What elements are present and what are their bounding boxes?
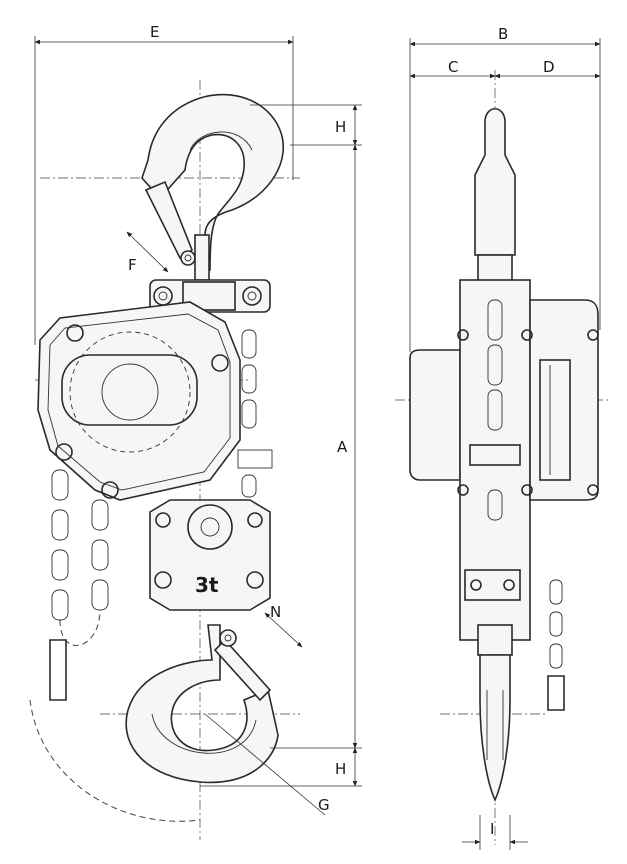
housing-bolt-1 xyxy=(66,324,84,342)
side-chain-stopper xyxy=(547,675,565,711)
hand-chain-link xyxy=(51,589,69,621)
bottom-hook xyxy=(29,624,279,822)
load-block-body xyxy=(149,499,271,611)
load-sheave-center xyxy=(200,517,220,537)
gear-housing xyxy=(37,301,241,501)
side-handwheel-cover xyxy=(409,349,461,481)
hand-wheel-trace xyxy=(69,331,191,453)
side-bolt xyxy=(587,329,599,341)
side-bottom-hook-edges xyxy=(486,690,504,760)
hand-chain-link xyxy=(51,509,69,541)
load-block: 3t xyxy=(149,499,271,611)
side-gear-cover xyxy=(539,359,571,481)
dim-label-A: A xyxy=(337,438,348,456)
gear-housing-hub xyxy=(101,363,159,421)
dim-label-I: I xyxy=(490,820,494,838)
bottom-hook-inner-curve xyxy=(151,713,257,754)
side-bolt xyxy=(521,329,533,341)
load-sheave xyxy=(187,504,233,550)
side-lower-block xyxy=(464,569,521,601)
load-chain-link xyxy=(241,399,257,429)
dim-label-H-top: H xyxy=(335,118,346,136)
dim-line-N xyxy=(264,612,303,648)
side-lower-block-bolt-right xyxy=(503,579,515,591)
load-chain-link xyxy=(241,364,257,394)
top-hook-body xyxy=(141,93,285,271)
housing-bolt-4 xyxy=(55,443,73,461)
hand-chain-loop xyxy=(59,609,101,646)
capacity-mark: 3t xyxy=(195,573,219,597)
bottom-hook-latch xyxy=(213,638,272,702)
load-chain-link xyxy=(241,474,257,498)
gear-housing-window xyxy=(61,354,198,426)
hand-chain-link xyxy=(91,499,109,531)
dim-label-N: N xyxy=(270,603,281,621)
side-bottom-hook-collar xyxy=(477,624,513,656)
side-bolt xyxy=(457,329,469,341)
gear-housing-inner xyxy=(47,313,231,491)
load-block-bolt-left xyxy=(154,571,172,589)
load-block-bolt-left-top xyxy=(155,512,171,528)
side-load-chain-link xyxy=(487,299,503,341)
bottom-hook-latch-pin xyxy=(219,629,237,647)
hand-chain-link xyxy=(51,549,69,581)
side-lower-block-bolt-left xyxy=(470,579,482,591)
dim-label-H-bottom: H xyxy=(335,760,346,778)
load-block-bolt-right xyxy=(246,571,264,589)
chain-guide xyxy=(237,449,273,469)
hand-chain-link xyxy=(91,579,109,611)
top-hook xyxy=(141,93,285,281)
load-chain-right xyxy=(237,329,273,498)
dim-label-E: E xyxy=(150,23,159,41)
load-chain-link xyxy=(241,329,257,359)
chain-stopper xyxy=(49,639,67,701)
dim-line-G xyxy=(204,713,326,816)
side-view: B C D I xyxy=(395,25,610,850)
side-load-chain-link xyxy=(487,489,503,521)
hand-chain-link xyxy=(51,469,69,501)
side-load-chain-link xyxy=(487,344,503,386)
hand-chain-left xyxy=(49,469,109,701)
side-hand-chain-link xyxy=(549,643,563,669)
top-hook-shank xyxy=(194,234,210,281)
side-load-chain-link xyxy=(487,389,503,431)
dim-label-F: F xyxy=(128,256,137,274)
top-hook-latch xyxy=(144,180,193,260)
side-bolt xyxy=(587,484,599,496)
dim-label-D: D xyxy=(543,58,555,76)
dim-label-C: C xyxy=(448,58,458,76)
top-hook-inner-curve xyxy=(189,131,253,151)
bottom-hook-body xyxy=(125,624,279,784)
upper-yoke-bolt-right xyxy=(242,286,262,306)
top-hook-latch-pin-center xyxy=(184,254,192,262)
dim-line-F xyxy=(126,231,169,273)
upper-yoke-bolt-left-hole xyxy=(158,291,168,301)
side-bolt xyxy=(457,484,469,496)
side-chain-guide xyxy=(469,444,521,466)
load-block-bolt-right-top xyxy=(247,512,263,528)
hand-chain-link xyxy=(91,539,109,571)
hook-swing-trace xyxy=(29,699,201,822)
front-view: 3t xyxy=(29,23,362,840)
top-hook-latch-pin xyxy=(180,250,196,266)
side-bolt xyxy=(521,484,533,496)
gear-housing-outline xyxy=(37,301,241,501)
side-top-hook xyxy=(474,107,516,256)
dim-label-B: B xyxy=(498,25,508,43)
side-bottom-hook xyxy=(479,654,511,802)
side-hand-chain-link xyxy=(549,611,563,637)
side-hand-chain-link xyxy=(549,579,563,605)
upper-yoke-bolt-right-hole xyxy=(247,291,257,301)
dim-label-G: G xyxy=(318,796,330,814)
housing-bolt-3 xyxy=(101,481,119,499)
bottom-hook-latch-pin-center xyxy=(224,634,232,642)
housing-bolt-2 xyxy=(211,354,229,372)
